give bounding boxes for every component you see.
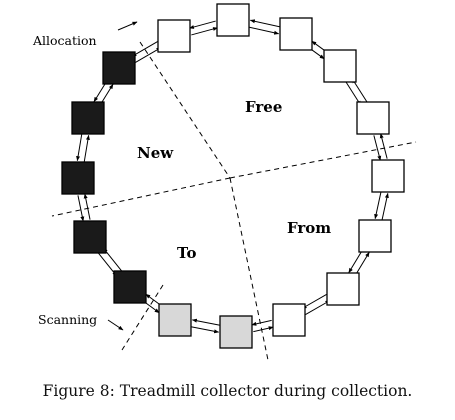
white-cell <box>356 101 390 135</box>
from-region-label: From <box>287 219 331 237</box>
new-cell <box>61 161 95 195</box>
allocation-label: Allocation <box>32 33 97 48</box>
cell-link-arrow <box>381 192 389 221</box>
boundary-allocation <box>139 41 231 179</box>
new-cell <box>102 51 136 85</box>
white-cell <box>323 49 357 83</box>
free-region-label: Free <box>245 98 282 116</box>
cell-link-arrow <box>251 319 272 326</box>
cell-link-arrow <box>83 134 90 162</box>
cell-link-arrow <box>83 193 91 220</box>
white-cell <box>272 303 306 337</box>
cell-link-arrow <box>191 318 221 326</box>
to-region-label: To <box>177 244 196 262</box>
cell-link-arrow <box>305 300 331 316</box>
cell-link-arrow <box>77 195 85 222</box>
cell-link-arrow <box>191 27 218 36</box>
white-cell <box>157 19 191 53</box>
white-cell <box>358 219 392 253</box>
allocation-pointer <box>117 21 138 31</box>
boundary-new-to <box>51 177 231 217</box>
scanning-label: Scanning <box>38 312 97 327</box>
figure-caption: Figure 8: Treadmill collector during col… <box>42 382 413 400</box>
new-cell <box>113 270 147 304</box>
cell-link-arrow <box>249 19 281 28</box>
white-cell <box>326 272 360 306</box>
cell-link-arrow <box>190 326 220 334</box>
cell-link-arrow <box>348 248 364 274</box>
white-cell <box>216 3 250 37</box>
cell-link-arrow <box>301 293 327 309</box>
cell-link-arrow <box>189 20 216 29</box>
scanned-cell <box>219 315 253 349</box>
cell-link-arrow <box>354 251 370 277</box>
new-cell <box>73 220 107 254</box>
cell-link-arrow <box>76 134 83 162</box>
treadmill-diagram: Allocation Scanning Free New From To <box>32 3 417 361</box>
cell-link-arrow <box>374 191 382 220</box>
cell-link-arrow <box>373 135 382 161</box>
cell-link-arrow <box>248 26 280 35</box>
boundary-scanning <box>121 284 164 351</box>
white-cell <box>279 17 313 51</box>
boundary-free-from <box>229 141 417 179</box>
cell-link-arrow <box>379 133 388 159</box>
cell-link-arrow <box>253 326 274 333</box>
new-cell <box>71 101 105 135</box>
new-region-label: New <box>137 144 174 162</box>
cell-link-arrow <box>131 41 158 57</box>
white-cell <box>371 159 405 193</box>
scanning-pointer <box>107 319 124 331</box>
scanned-cell <box>158 303 192 337</box>
cell-link-arrow <box>135 47 162 63</box>
